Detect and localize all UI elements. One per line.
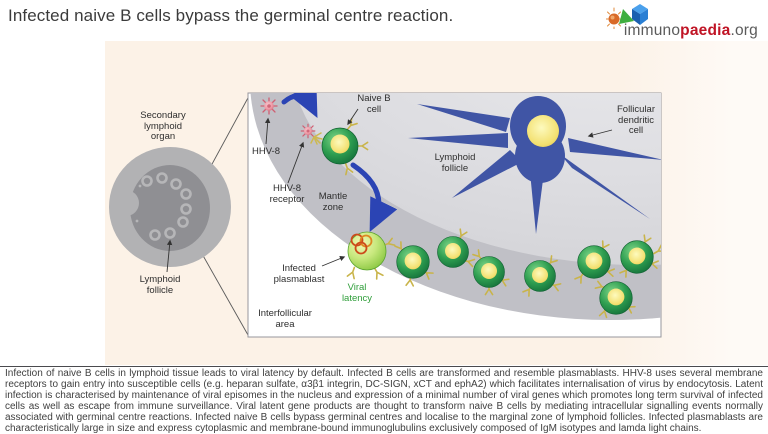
blue-cube-icon <box>632 4 648 25</box>
label-interfollicular-area: Interfollicular area <box>258 308 312 330</box>
annotation-arrows <box>166 108 613 273</box>
label-follicular-dendritic-cell: Follicular dendritic cell <box>616 104 655 137</box>
logo-paedia: paedia <box>680 22 731 39</box>
label-hhv8-receptor: HHV-8 receptor <box>269 183 305 205</box>
immunopaedia-logo[interactable]: immunopaedia.org <box>606 2 760 42</box>
label-mantle-zone: Mantle zone <box>318 191 348 213</box>
infection-arrows <box>281 93 398 233</box>
label-naive-b-cell: Naive B cell <box>357 93 391 115</box>
hhv8-receptor-graphic <box>300 123 323 145</box>
immunopaedia-logo-icon <box>606 4 648 29</box>
organ-follicles <box>141 172 192 241</box>
label-infected-plasmablast: Infected plasmablast <box>273 263 325 285</box>
label-secondary-lymphoid-organ: Secondary lymphoid organ <box>140 110 186 143</box>
viral-episomes <box>350 233 373 255</box>
secondary-lymphoid-organ-graphic <box>109 147 231 267</box>
follicular-dendritic-cell-graphic <box>408 96 661 234</box>
green-cone-icon <box>619 9 634 24</box>
label-viral-latency: Viral latency <box>341 282 373 304</box>
naive-b-cell-graphic <box>321 118 369 176</box>
label-hhv8: HHV-8 <box>252 146 280 157</box>
infected-plasmablast-graphic <box>346 231 396 280</box>
label-lymphoid-follicle-organ: Lymphoid follicle <box>139 274 181 296</box>
page-title: Infected naive B cells bypass the germin… <box>8 6 454 25</box>
logo-immuno: immuno <box>623 22 681 39</box>
caption-text: Infection of naive B cells in lymphoid t… <box>0 366 768 433</box>
immunopaedia-logo-text: immunopaedia.org <box>624 22 758 40</box>
virus-ball-icon <box>606 7 624 29</box>
label-lymphoid-follicle-panel: Lymphoid follicle <box>434 152 476 174</box>
logo-org: .org <box>730 22 758 39</box>
hhv8-virus-icon <box>260 97 278 115</box>
